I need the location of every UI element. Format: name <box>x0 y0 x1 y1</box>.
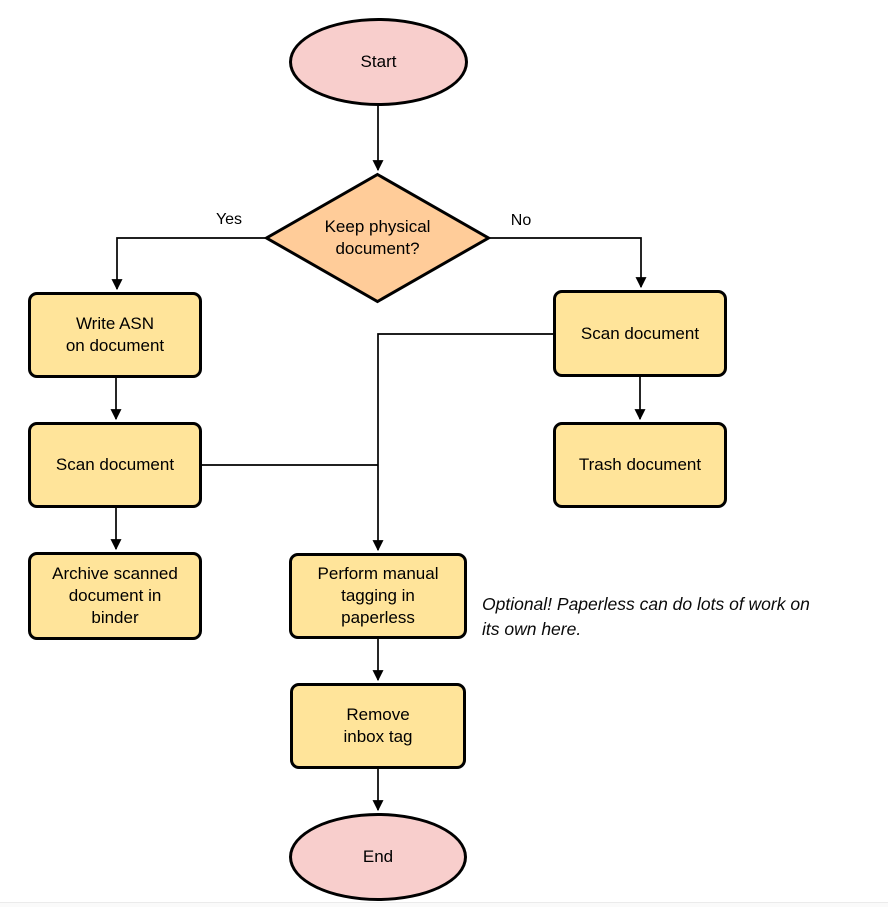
node-trash-document[interactable]: Trash document <box>553 422 727 508</box>
node-start-label: Start <box>360 52 397 71</box>
node-scan-document-left-label: Scan document <box>55 455 175 474</box>
edge-scan-right-to-tagging <box>372 333 553 552</box>
edge-decision-yes-to-write-asn <box>111 237 265 291</box>
node-trash-document-label: Trash document <box>578 455 702 474</box>
decision-diamond-shape[interactable] <box>263 172 492 304</box>
node-end-label: End <box>362 847 394 866</box>
node-manual-tagging-label: Perform manual tagging in paperless <box>317 564 439 627</box>
node-scan-document-right[interactable]: Scan document <box>553 290 727 377</box>
edge-decision-no-to-scan-right <box>490 237 647 289</box>
optional-note: Optional! Paperless can do lots of work … <box>482 594 810 639</box>
node-manual-tagging[interactable]: Perform manual tagging in paperless <box>289 553 467 639</box>
node-start[interactable]: Start <box>289 18 468 106</box>
edge-label-yes: Yes <box>215 211 243 228</box>
node-write-asn-label: Write ASN on document <box>65 314 165 355</box>
node-archive-binder-label: Archive scanned document in binder <box>52 564 178 627</box>
node-decision-label: Keep physical document? <box>324 217 431 258</box>
node-archive-binder[interactable]: Archive scanned document in binder <box>28 552 202 640</box>
edge-label-no: No <box>510 212 532 229</box>
node-end[interactable]: End <box>289 813 467 901</box>
node-write-asn[interactable]: Write ASN on document <box>28 292 202 378</box>
node-remove-inbox-tag[interactable]: Remove inbox tag <box>290 683 466 769</box>
node-scan-document-right-label: Scan document <box>580 323 700 343</box>
page-bottom-edge <box>0 902 888 907</box>
node-remove-inbox-tag-label: Remove inbox tag <box>343 705 413 746</box>
node-scan-document-left[interactable]: Scan document <box>28 422 202 508</box>
